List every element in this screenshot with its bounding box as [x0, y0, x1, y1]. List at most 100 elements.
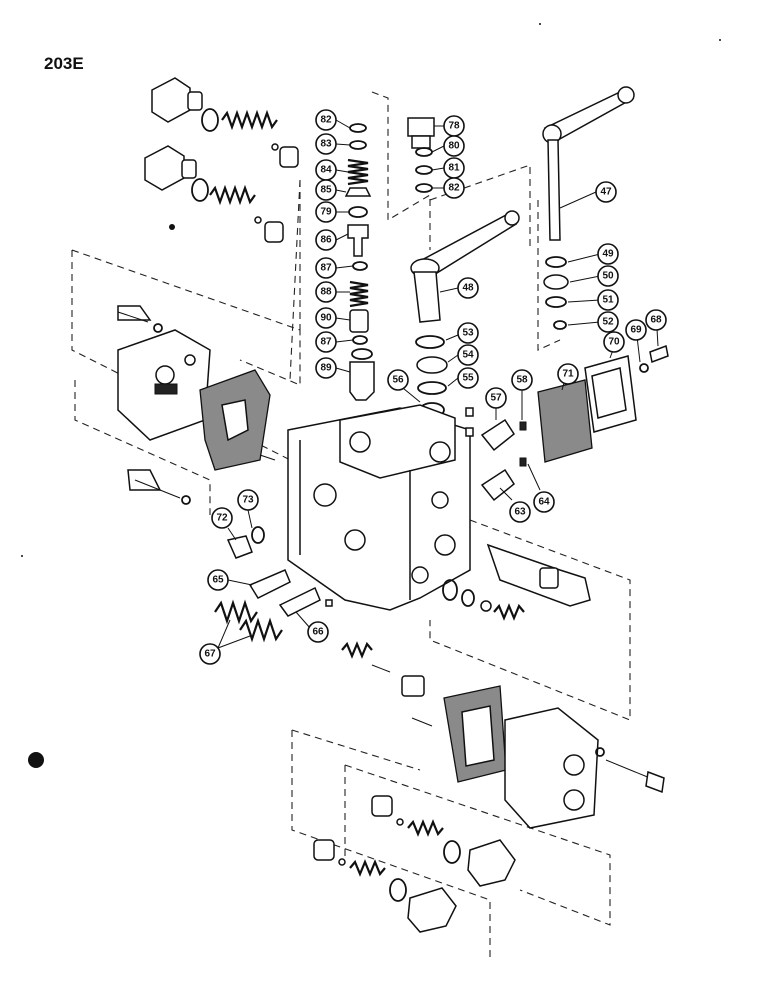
callout-65: 65	[207, 569, 229, 591]
ball	[338, 858, 346, 866]
callout-83: 83	[315, 133, 337, 155]
callout-57: 57	[485, 387, 507, 409]
print-speck	[21, 555, 23, 557]
piston	[349, 361, 375, 401]
callout-89: 89	[315, 357, 337, 379]
o-ring	[251, 526, 265, 544]
callout-label-88: 88	[320, 287, 332, 298]
callout-label-87: 87	[320, 337, 332, 348]
callout-label-52: 52	[602, 317, 614, 328]
callout-56: 56	[387, 369, 409, 391]
roller	[519, 457, 527, 467]
spring	[349, 280, 369, 308]
ball	[254, 216, 262, 224]
callout-label-86: 86	[320, 235, 332, 246]
o-ring	[349, 140, 367, 150]
callout-47: 47	[595, 181, 617, 203]
pin	[371, 664, 391, 673]
bolt-head	[645, 770, 665, 794]
dashed-boundary-top-center	[371, 91, 431, 250]
poppet	[264, 221, 284, 243]
end-cover-left	[117, 329, 211, 441]
callout-68: 68	[645, 309, 667, 331]
callout-53: 53	[457, 322, 479, 344]
callout-58: 58	[511, 369, 533, 391]
callout-label-85: 85	[320, 185, 332, 196]
handle-arm-upper	[542, 86, 635, 241]
callout-label-71: 71	[562, 369, 574, 380]
callout-label-57: 57	[490, 393, 502, 404]
bearing	[416, 356, 448, 374]
spring-67a	[214, 599, 258, 625]
callout-84: 84	[315, 159, 337, 181]
plunger	[347, 224, 369, 257]
washer	[595, 747, 605, 757]
snap-ring	[553, 320, 567, 330]
spool-assembly	[486, 543, 591, 607]
bolt-shaft	[605, 759, 651, 779]
callout-86: 86	[315, 229, 337, 251]
washer	[181, 495, 191, 505]
piston-66	[278, 586, 321, 617]
callout-label-49: 49	[602, 249, 614, 260]
o-ring	[349, 123, 367, 133]
callout-label-82: 82	[320, 115, 332, 126]
callout-label-80: 80	[448, 141, 460, 152]
callout-78: 78	[443, 115, 465, 137]
poppet	[371, 795, 393, 817]
print-speck	[539, 23, 541, 25]
callout-label-69: 69	[630, 325, 642, 336]
callout-label-66: 66	[312, 627, 324, 638]
o-ring	[352, 335, 368, 345]
callout-52: 52	[597, 311, 619, 333]
cover-plate	[537, 379, 593, 463]
valve-body	[287, 404, 471, 611]
o-ring	[415, 165, 433, 175]
callout-79: 79	[315, 201, 337, 223]
spring	[209, 184, 256, 206]
page-title: 203E	[44, 54, 84, 73]
spring-67b	[239, 617, 283, 643]
o-ring	[351, 348, 373, 360]
detent-arm-upper	[480, 418, 515, 452]
callout-label-51: 51	[602, 295, 614, 306]
sleeve	[401, 675, 425, 697]
bolt	[127, 469, 162, 491]
callout-label-67: 67	[204, 649, 216, 660]
callout-label-89: 89	[320, 363, 332, 374]
washer	[153, 323, 163, 333]
callout-label-58: 58	[516, 375, 528, 386]
o-ring	[201, 108, 219, 132]
ball	[480, 600, 492, 612]
dashed-boundary-upper-left	[289, 179, 301, 381]
sleeve	[349, 309, 369, 333]
o-ring	[348, 206, 368, 218]
pin	[411, 717, 433, 727]
callout-63: 63	[509, 501, 531, 523]
callout-label-56: 56	[392, 375, 404, 386]
plug-thread	[411, 135, 431, 149]
callout-label-70: 70	[608, 337, 620, 348]
callout-label-50: 50	[602, 271, 614, 282]
callout-label-63: 63	[514, 507, 526, 518]
spring	[341, 641, 373, 659]
gasket-opening	[461, 705, 495, 767]
callout-label-72: 72	[216, 513, 228, 524]
dashed-boundary-bottom	[291, 729, 491, 960]
nut	[543, 274, 569, 290]
bolt-shaft	[134, 479, 181, 499]
piston-65	[248, 569, 291, 599]
poppet	[279, 146, 299, 168]
spring	[347, 158, 369, 186]
callout-55: 55	[457, 367, 479, 389]
callout-87-lower: 87	[315, 331, 337, 353]
o-ring	[415, 147, 433, 157]
retainer	[344, 187, 372, 197]
callout-72: 72	[211, 507, 233, 529]
plug	[407, 117, 435, 137]
callout-87-upper: 87	[315, 257, 337, 279]
callout-81: 81	[443, 157, 465, 179]
bolt-shaft	[117, 311, 149, 323]
washer	[545, 256, 567, 268]
